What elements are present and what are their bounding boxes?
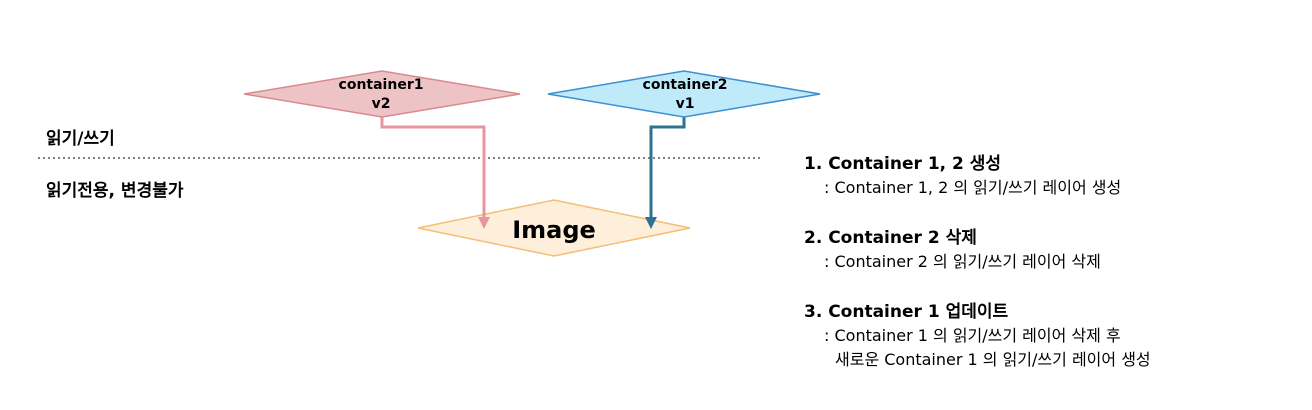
container1-arrowhead (478, 217, 490, 229)
container2-diamond (547, 70, 821, 118)
step-item: 3. Container 1 업데이트 : Container 1 의 읽기/쓰… (804, 300, 1304, 372)
container1-diamond (243, 70, 521, 118)
container2-version: v1 (676, 96, 695, 112)
rw-layer-label: 읽기/쓰기 (46, 129, 115, 149)
step-description: : Container 2 의 읽기/쓰기 레이어 삭제 (824, 252, 1101, 271)
container2-arrowhead (645, 217, 657, 229)
step-description: : Container 1, 2 의 읽기/쓰기 레이어 생성 (824, 178, 1122, 197)
step-description: : Container 1 의 읽기/쓰기 레이어 삭제 후 (824, 326, 1121, 345)
step-item: 2. Container 2 삭제 : Container 2 의 읽기/쓰기 … (804, 226, 1304, 274)
steps-list: 1. Container 1, 2 생성 : Container 1, 2 의 … (804, 152, 1304, 398)
container2-name: container2 (643, 77, 728, 93)
container2-connector (649, 117, 686, 218)
step-title: 3. Container 1 업데이트 (804, 302, 1009, 322)
ro-layer-label: 읽기전용, 변경불가 (46, 181, 184, 201)
image-label: Image (512, 216, 596, 244)
image-diamond (417, 199, 691, 257)
step-title: 2. Container 2 삭제 (804, 228, 977, 248)
container1-version: v2 (372, 96, 391, 112)
container1-name: container1 (339, 77, 424, 93)
step-title: 1. Container 1, 2 생성 (804, 154, 1002, 174)
container1-connector (380, 117, 486, 218)
step-item: 1. Container 1, 2 생성 : Container 1, 2 의 … (804, 152, 1304, 200)
step-description-continued: 새로운 Container 1 의 읽기/쓰기 레이어 생성 (835, 350, 1151, 369)
